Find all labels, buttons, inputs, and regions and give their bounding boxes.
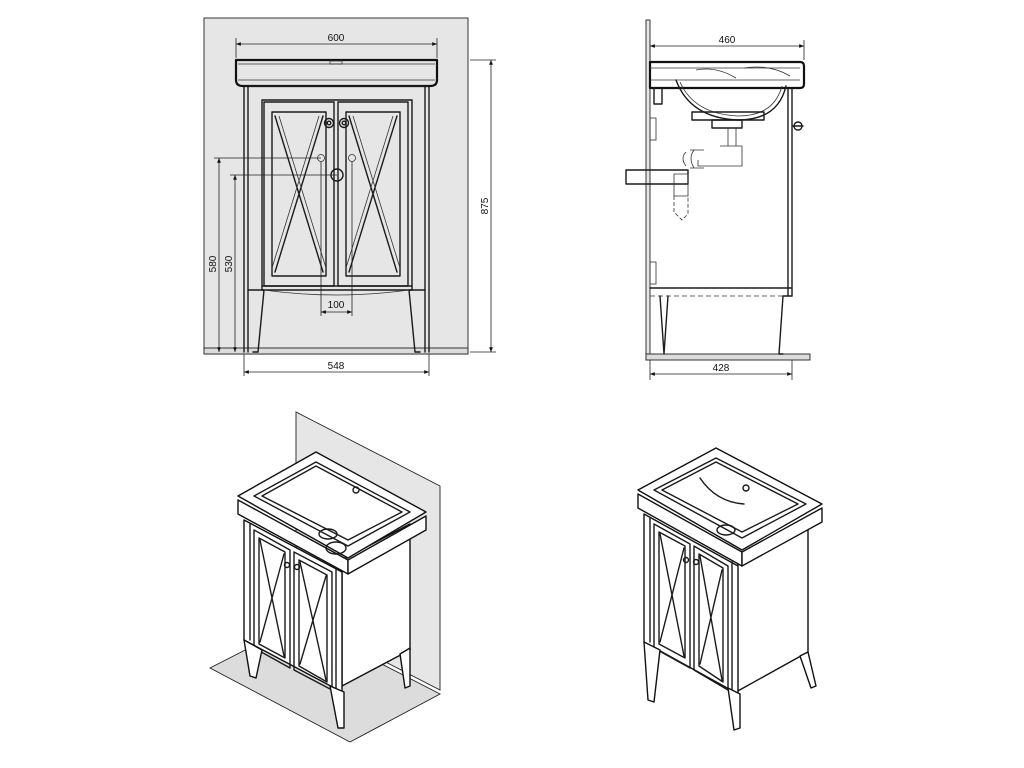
iso-back-right-leg: [399, 647, 411, 689]
iso-left-door: [253, 529, 291, 669]
front-cabinet-body: [243, 85, 430, 353]
dim-front-bottom-width: 548: [328, 361, 345, 372]
iso-knob-left-icon: [283, 561, 291, 569]
iso2-front-left-leg: [643, 641, 661, 703]
dim-front-top-width: 600: [328, 33, 345, 44]
iso2-faucet-hole-icon: [742, 484, 750, 492]
iso2-knob-right-icon: [692, 558, 700, 566]
iso2-back-right-leg: [799, 651, 817, 689]
dim-side-bottom-depth: 428: [713, 363, 730, 374]
front-left-knob-icon: [323, 117, 335, 129]
iso2-front-right-leg: [727, 687, 741, 731]
dim-side-top-depth: 460: [719, 35, 736, 46]
iso2-basin-top: [637, 447, 823, 551]
side-front-leg: [778, 295, 793, 355]
iso2-drain-icon: [716, 524, 736, 536]
front-right-knob-icon: [338, 117, 350, 129]
side-floor: [645, 353, 811, 361]
isometric-view-standalone: [637, 447, 823, 731]
iso-knob-right-icon: [293, 563, 301, 571]
iso2-left-door: [653, 523, 691, 669]
iso-drain-icon: [318, 528, 338, 540]
iso-front-left-leg: [243, 639, 263, 679]
isometric-view-installed: [209, 411, 441, 743]
iso-front-right-leg: [329, 685, 345, 729]
side-back-leg: [659, 295, 669, 355]
side-elevation-view: 460 428: [625, 19, 811, 380]
front-right-door: [337, 101, 409, 287]
front-left-leg: [247, 289, 265, 353]
front-floor-strip: [203, 347, 469, 355]
dim-front-100: 100: [328, 300, 345, 311]
side-drain-pipe: [697, 128, 743, 167]
iso2-knob-left-icon: [682, 556, 690, 564]
iso-faucet-hole-icon: [352, 486, 360, 494]
dim-front-580: 580: [208, 255, 219, 272]
dim-front-530: 530: [224, 255, 235, 272]
front-elevation-view: 600 548 875 580 530 100: [203, 17, 496, 376]
side-basin-top: [648, 60, 806, 90]
front-basin-top: [234, 58, 439, 88]
dim-front-total-height: 875: [480, 197, 491, 214]
front-left-door: [263, 101, 335, 287]
front-right-leg: [408, 289, 426, 353]
